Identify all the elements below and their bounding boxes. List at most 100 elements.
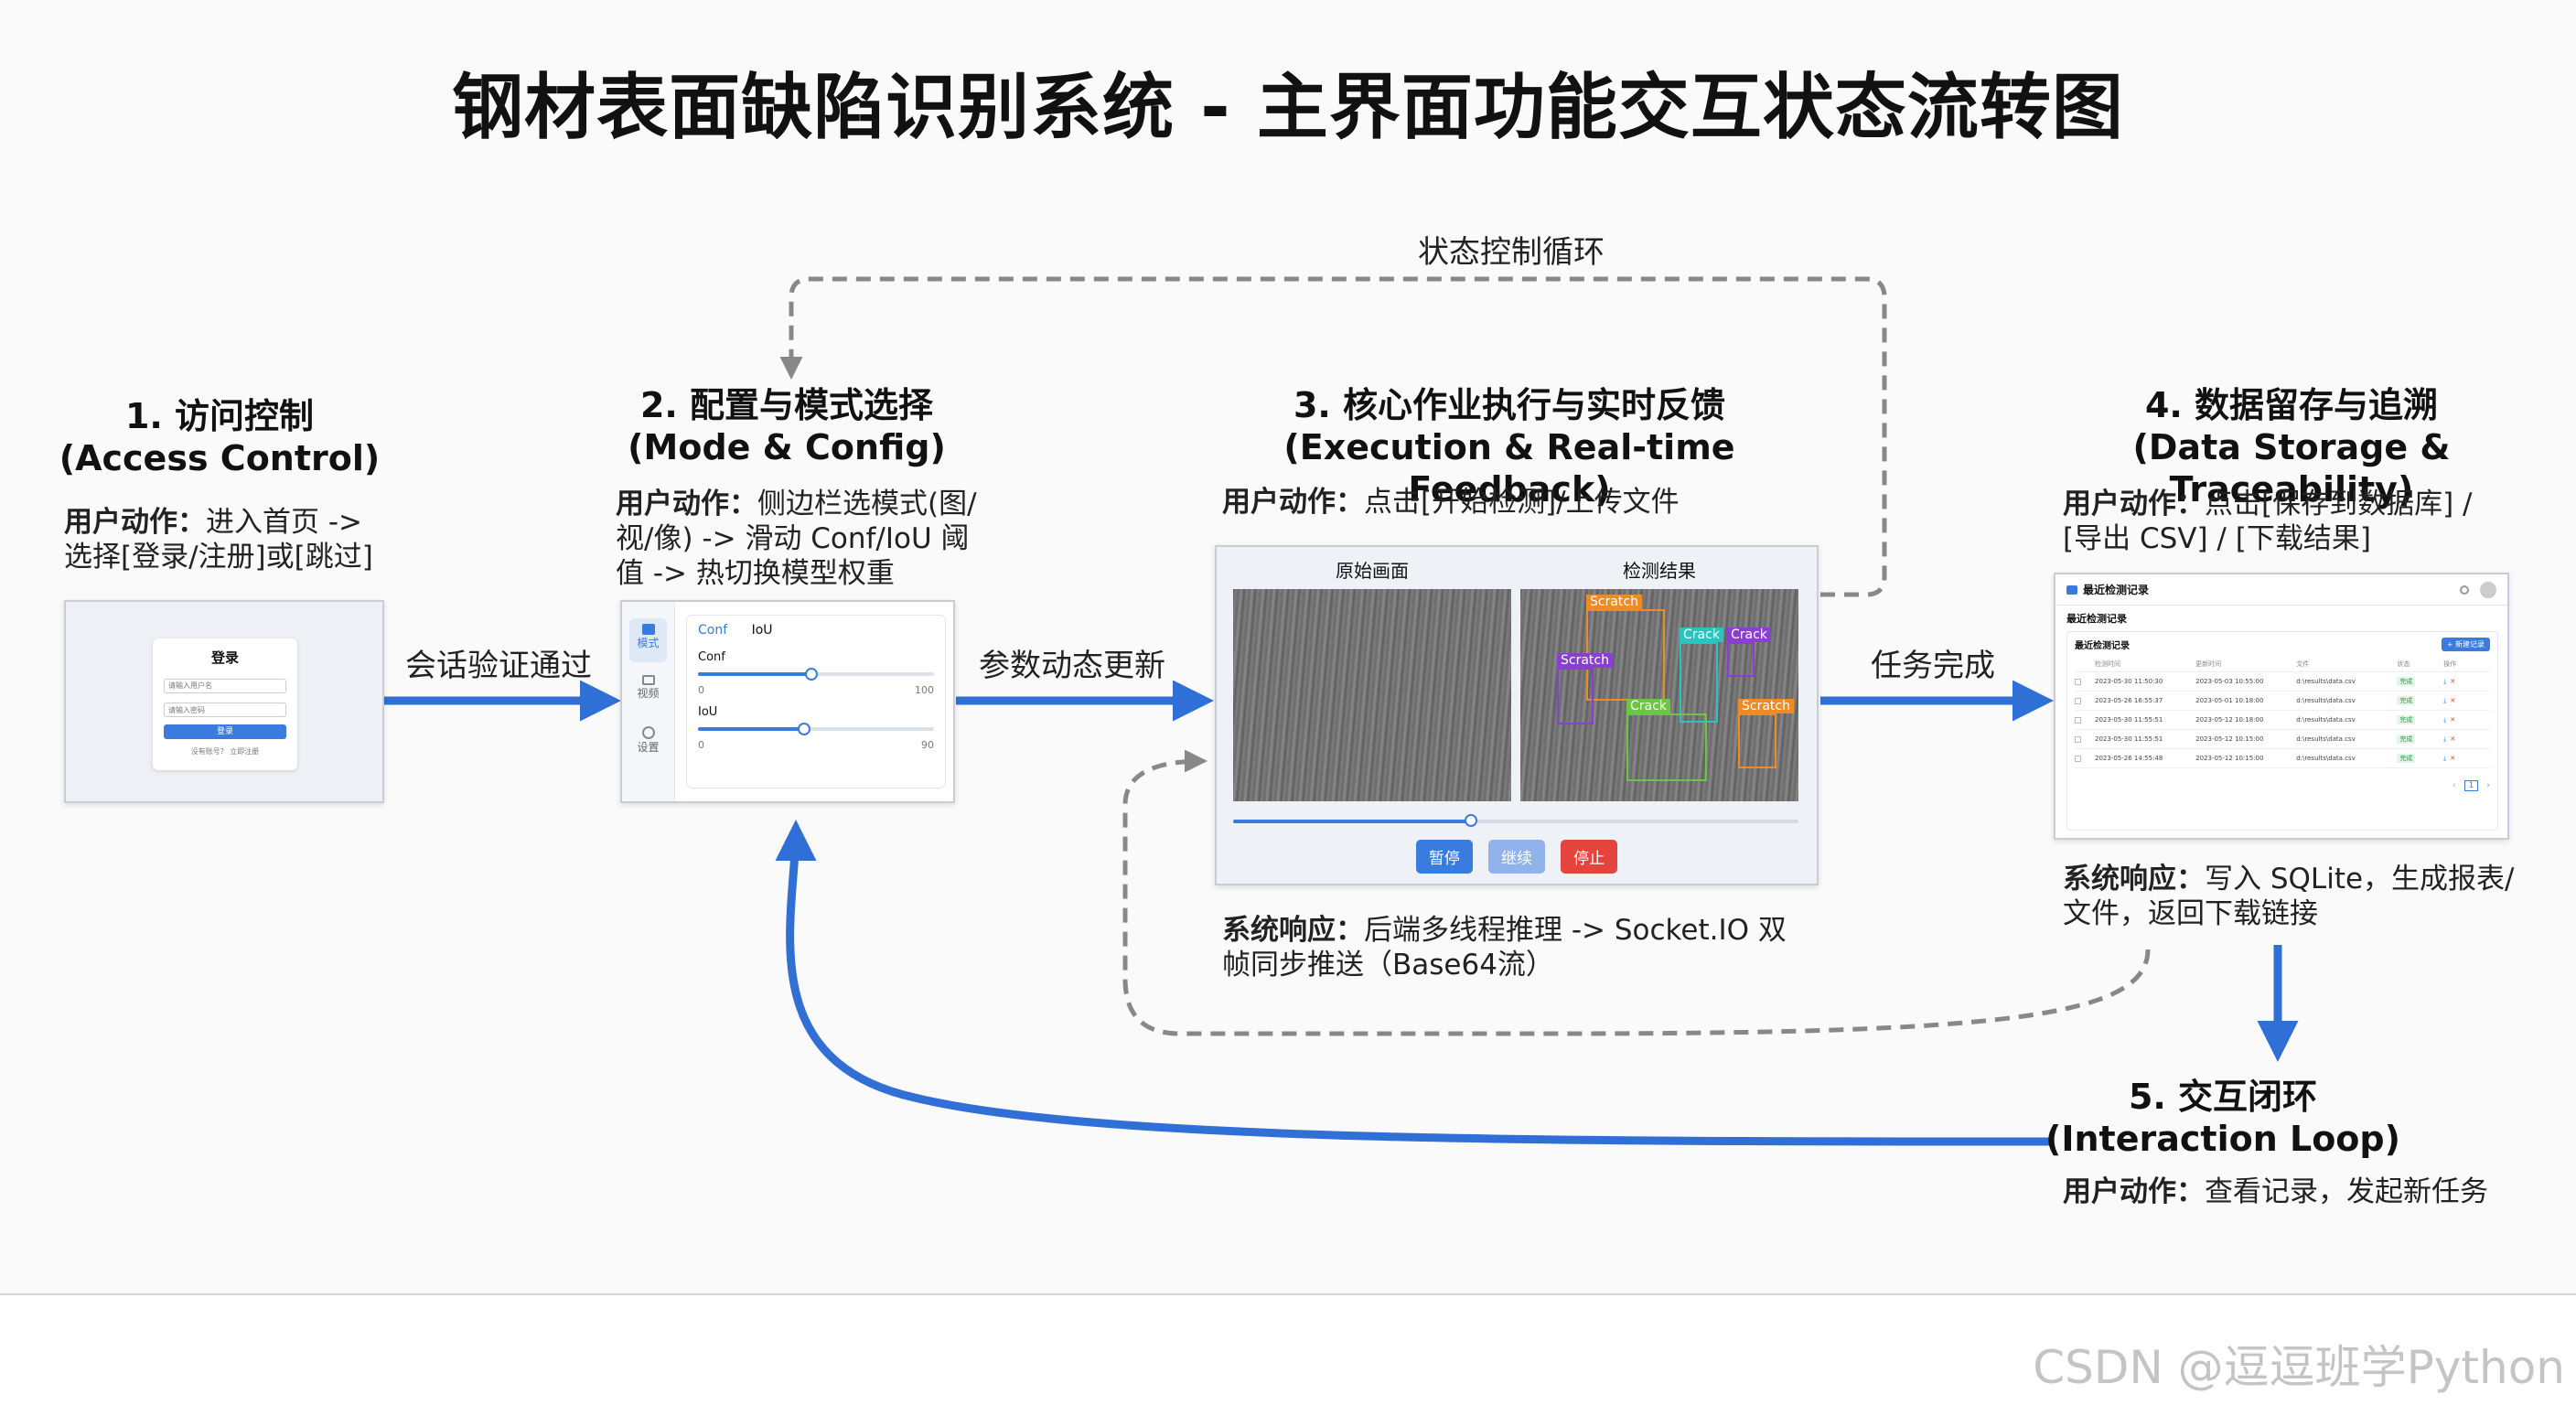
- stage2-subtitle: (Mode & Config): [628, 427, 946, 467]
- next-page-icon[interactable]: ›: [2486, 781, 2490, 790]
- stage1-subtitle: (Access Control): [59, 438, 381, 478]
- conf-slider[interactable]: [698, 668, 934, 681]
- iou-slider[interactable]: [698, 723, 934, 735]
- stage3-response-text: 后端多线程推理 -> Socket.IO 双帧同步推送（Base64流）: [1222, 914, 1787, 981]
- sidebar-item-settings[interactable]: 设置: [629, 726, 667, 767]
- iou-min: 0: [698, 739, 704, 751]
- sidebar-label-video: 视频: [637, 687, 660, 700]
- download-icon[interactable]: ⤓: [2443, 677, 2447, 685]
- row-checkbox[interactable]: [2075, 716, 2081, 724]
- video-icon: [641, 675, 655, 685]
- dashed-feedback-loop: [1122, 749, 2151, 1036]
- progress-bar[interactable]: [1233, 814, 1798, 827]
- conf-label: Conf: [698, 650, 725, 664]
- iou-slider-handle[interactable]: [798, 723, 811, 735]
- progress-handle[interactable]: [1464, 814, 1477, 827]
- column-header: 检测时间: [2095, 660, 2120, 668]
- iou-slider-track: [698, 727, 934, 731]
- column-header: 状态: [2397, 660, 2410, 668]
- bbox-crack-3: Crack: [1626, 699, 1707, 781]
- username-input[interactable]: [164, 678, 286, 693]
- pause-button[interactable]: 暂停: [1415, 840, 1473, 874]
- records-section-title: 最近检测记录: [2066, 613, 2127, 625]
- stage2-action-text: 侧边栏选模式(图/视/像) -> 滑动 Conf/IoU 阈值 -> 热切换模型…: [616, 488, 977, 590]
- tab-conf[interactable]: Conf: [698, 623, 728, 638]
- iou-slider-fill: [698, 727, 805, 731]
- stage1-action: 用户动作：进入首页 -> 选择[登录/注册]或[跳过]: [64, 505, 393, 574]
- stage3-action-label: 用户动作：: [1222, 486, 1364, 519]
- login-screen: 登录 登录 没有账号？ 立即注册: [64, 600, 384, 803]
- delete-icon[interactable]: ✕: [2450, 754, 2456, 762]
- login-card: 登录 登录 没有账号？ 立即注册: [153, 638, 297, 770]
- bbox-label: Scratch: [1738, 699, 1794, 713]
- bbox-scratch-1: Scratch: [1586, 595, 1665, 701]
- conf-min: 0: [698, 684, 704, 696]
- register-link[interactable]: 没有账号？ 立即注册: [190, 747, 260, 756]
- row-checkbox[interactable]: [2075, 678, 2081, 685]
- status-badge: 完成: [2397, 696, 2416, 705]
- bbox-label: Scratch: [1586, 595, 1642, 609]
- page-number[interactable]: 1: [2463, 780, 2479, 791]
- loop-label: 状态控制循环: [1418, 234, 1605, 271]
- login-button[interactable]: 登录: [164, 724, 286, 739]
- status-badge: 完成: [2397, 754, 2416, 763]
- avatar[interactable]: [2480, 581, 2496, 598]
- table-toolbar: 最近检测记录 + 新建记录: [2075, 638, 2490, 651]
- prev-page-icon[interactable]: ‹: [2452, 781, 2456, 790]
- stage2-heading: 2. 配置与模式选择 (Mode & Config): [585, 384, 988, 468]
- row-actions: ⤓✕: [2443, 697, 2490, 705]
- table-cell: 2023-05-30 11:55:51: [2095, 716, 2163, 724]
- stage2-action-label: 用户动作：: [616, 488, 757, 520]
- column-header: 操作: [2443, 660, 2457, 668]
- progress-track: [1233, 820, 1798, 823]
- status-badge: 完成: [2397, 735, 2416, 744]
- download-icon[interactable]: ⤓: [2443, 715, 2447, 724]
- download-icon[interactable]: ⤓: [2443, 735, 2447, 743]
- table-cell: d:\results\data.csv: [2296, 678, 2356, 685]
- stage4-action-text: 点击[保存到数据库] / [导出 CSV] / [下载结果]: [2063, 488, 2473, 555]
- tab-iou[interactable]: IoU: [751, 623, 773, 638]
- row-actions: ⤓✕: [2443, 716, 2490, 724]
- password-input[interactable]: [164, 702, 286, 717]
- delete-icon[interactable]: ✕: [2450, 735, 2456, 743]
- stop-button[interactable]: 停止: [1561, 840, 1618, 874]
- sidebar-item-video[interactable]: 视频: [629, 675, 667, 715]
- row-checkbox[interactable]: [2075, 697, 2081, 704]
- bbox-crack-2: Crack: [1727, 627, 1771, 677]
- sidebar-item-mode[interactable]: 模式: [629, 618, 667, 662]
- delete-icon[interactable]: ✕: [2450, 696, 2456, 704]
- stage3-action-text: 点击[开始检测]/上传文件: [1364, 486, 1680, 519]
- records-panel-title: 最近检测记录: [2083, 584, 2150, 596]
- stage5-action: 用户动作：查看记录，发起新任务: [2063, 1174, 2538, 1209]
- table-cell: 2023-05-12 10:15:00: [2195, 735, 2264, 743]
- table-header: 检测时间更新时间文件状态操作: [2075, 657, 2490, 672]
- stage3-action: 用户动作：点击[开始检测]/上传文件: [1222, 485, 1808, 520]
- download-icon[interactable]: ⤓: [2443, 754, 2447, 762]
- stage4-action-label: 用户动作：: [2063, 488, 2205, 520]
- row-checkbox[interactable]: [2075, 755, 2081, 762]
- notification-icon[interactable]: [2460, 585, 2469, 595]
- delete-icon[interactable]: ✕: [2450, 715, 2456, 724]
- table-cell: 2023-05-03 10:55:00: [2195, 678, 2264, 685]
- table-cell: 2023-05-01 10:18:00: [2195, 697, 2264, 704]
- table-cell: d:\results\data.csv: [2296, 697, 2356, 704]
- new-record-button[interactable]: + 新建记录: [2441, 638, 2490, 651]
- stage3-response: 系统响应：后端多线程推理 -> Socket.IO 双帧同步推送（Base64流…: [1222, 913, 1808, 982]
- download-icon[interactable]: ⤓: [2443, 696, 2447, 704]
- records-panel: 最近检测记录 最近检测记录 最近检测记录 + 新建记录 检测时间更新时间文件状态…: [2054, 573, 2509, 840]
- table-cell: 2023-05-12 10:18:00: [2195, 716, 2264, 724]
- delete-icon[interactable]: ✕: [2450, 677, 2456, 685]
- row-checkbox[interactable]: [2075, 735, 2081, 743]
- control-buttons: 暂停 继续 停止: [1217, 840, 1817, 874]
- stage3-subtitle: (Execution & Real-time Feedback): [1283, 427, 1735, 509]
- resume-button[interactable]: 继续: [1488, 840, 1545, 874]
- table-icon: [2066, 585, 2077, 595]
- conf-slider-handle[interactable]: [804, 668, 818, 681]
